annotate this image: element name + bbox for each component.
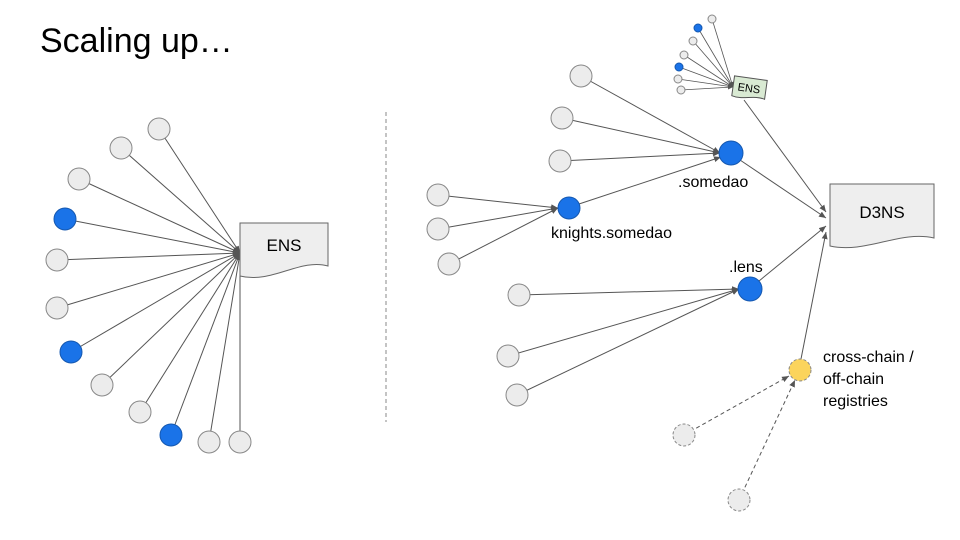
- slide-title: Scaling up…: [40, 22, 233, 60]
- somedao-label: .somedao: [678, 174, 748, 191]
- crosschain-label-line-2: off-chain: [823, 371, 884, 388]
- mini-ens-edge-7: [680, 85, 734, 91]
- left-edge-1: [158, 128, 241, 254]
- mini-ens-node-5: [674, 62, 684, 72]
- somedao-child-1: [569, 64, 593, 88]
- left-edge-9: [139, 252, 241, 413]
- d3ns-root-doc: D3NS: [829, 183, 935, 249]
- mini-ens-label: ENS: [737, 81, 761, 96]
- left-node-10: [159, 423, 183, 447]
- lens-child-1: [507, 283, 531, 307]
- left-edge-8: [101, 252, 241, 386]
- mini-ens-edge-6: [677, 78, 734, 89]
- knights-somedao-label: knights.somedao: [551, 225, 672, 242]
- lens-label: .lens: [729, 259, 763, 276]
- mini-ens-edge-3: [692, 40, 734, 88]
- left-edge-5: [56, 250, 241, 261]
- edge-to-somedao-3: [559, 150, 721, 162]
- crosschain-node: [788, 358, 812, 382]
- edge-offchain-2-to-crosschain: [738, 379, 796, 501]
- mini-ens-edge-1: [711, 18, 734, 88]
- left-nodes: [45, 117, 252, 454]
- edge-to-knights-2: [437, 206, 559, 230]
- mini-ens-edge-4: [683, 54, 734, 88]
- edge-to-lens-1: [518, 286, 740, 296]
- offchain-node-1: [672, 423, 696, 447]
- d3ns-label: D3NS: [859, 203, 904, 222]
- knights-child-1: [426, 183, 450, 207]
- ens-registry-doc: ENS: [239, 222, 329, 278]
- edge-lens-to-d3ns: [758, 225, 827, 282]
- mini-ens-node-6: [673, 74, 683, 84]
- left-edge-6: [56, 252, 241, 309]
- left-node-8: [90, 373, 114, 397]
- left-edge-7: [70, 252, 241, 353]
- left-node-3: [67, 167, 91, 191]
- mini-ens-node-1: [707, 14, 717, 24]
- left-node-5: [45, 248, 69, 272]
- mini-ens-edge-2: [697, 27, 734, 88]
- edge-crosschain-to-d3ns: [800, 231, 828, 360]
- knights-child-3: [437, 252, 461, 276]
- edge-to-knights-3: [448, 207, 559, 265]
- knights-somedao-node: [557, 196, 581, 220]
- edge-knights-to-somedao: [578, 156, 722, 205]
- left-node-7: [59, 340, 83, 364]
- offchain-node-2: [727, 488, 751, 512]
- edge-to-lens-3: [516, 288, 740, 396]
- edge-to-somedao-1: [580, 75, 721, 154]
- somedao-child-3: [548, 149, 572, 173]
- somedao-child-2: [550, 106, 574, 130]
- crosschain-label-line-1: cross-chain /: [823, 349, 914, 366]
- edge-offchain-1-to-crosschain: [683, 375, 790, 436]
- edge-somedao-to-d3ns: [739, 159, 827, 219]
- ens-registry-label: ENS: [267, 236, 302, 255]
- left-edge-10: [170, 252, 241, 436]
- mini-ens-node-7: [676, 85, 686, 95]
- edge-mini-ens-to-d3ns: [743, 99, 827, 213]
- mini-ens-node-3: [688, 36, 698, 46]
- left-edge-4: [64, 218, 241, 255]
- lens-node: [737, 276, 763, 302]
- left-node-11: [197, 430, 221, 454]
- mini-ens-node-2: [693, 23, 703, 33]
- right-edges: [437, 18, 828, 501]
- left-node-9: [128, 400, 152, 424]
- mini-ens-node-4: [679, 50, 689, 60]
- crosschain-label-line-3: registries: [823, 393, 888, 410]
- knights-child-2: [426, 217, 450, 241]
- mini-ens-doc: ENS: [731, 75, 768, 100]
- somedao-node: [718, 140, 744, 166]
- left-edge-2: [120, 147, 241, 254]
- left-node-2: [109, 136, 133, 160]
- right-nodes: [426, 14, 812, 512]
- left-edge-3: [78, 178, 241, 254]
- edge-to-somedao-2: [561, 117, 721, 155]
- left-node-12: [228, 430, 252, 454]
- left-node-4: [53, 207, 77, 231]
- lens-child-2: [496, 344, 520, 368]
- lens-child-3: [505, 383, 529, 407]
- left-edge-11: [208, 252, 242, 443]
- left-node-6: [45, 296, 69, 320]
- edge-to-lens-2: [507, 288, 740, 357]
- left-edges: [56, 128, 243, 443]
- left-node-1: [147, 117, 171, 141]
- mini-ens-edge-5: [678, 66, 734, 88]
- edge-to-knights-1: [437, 194, 559, 211]
